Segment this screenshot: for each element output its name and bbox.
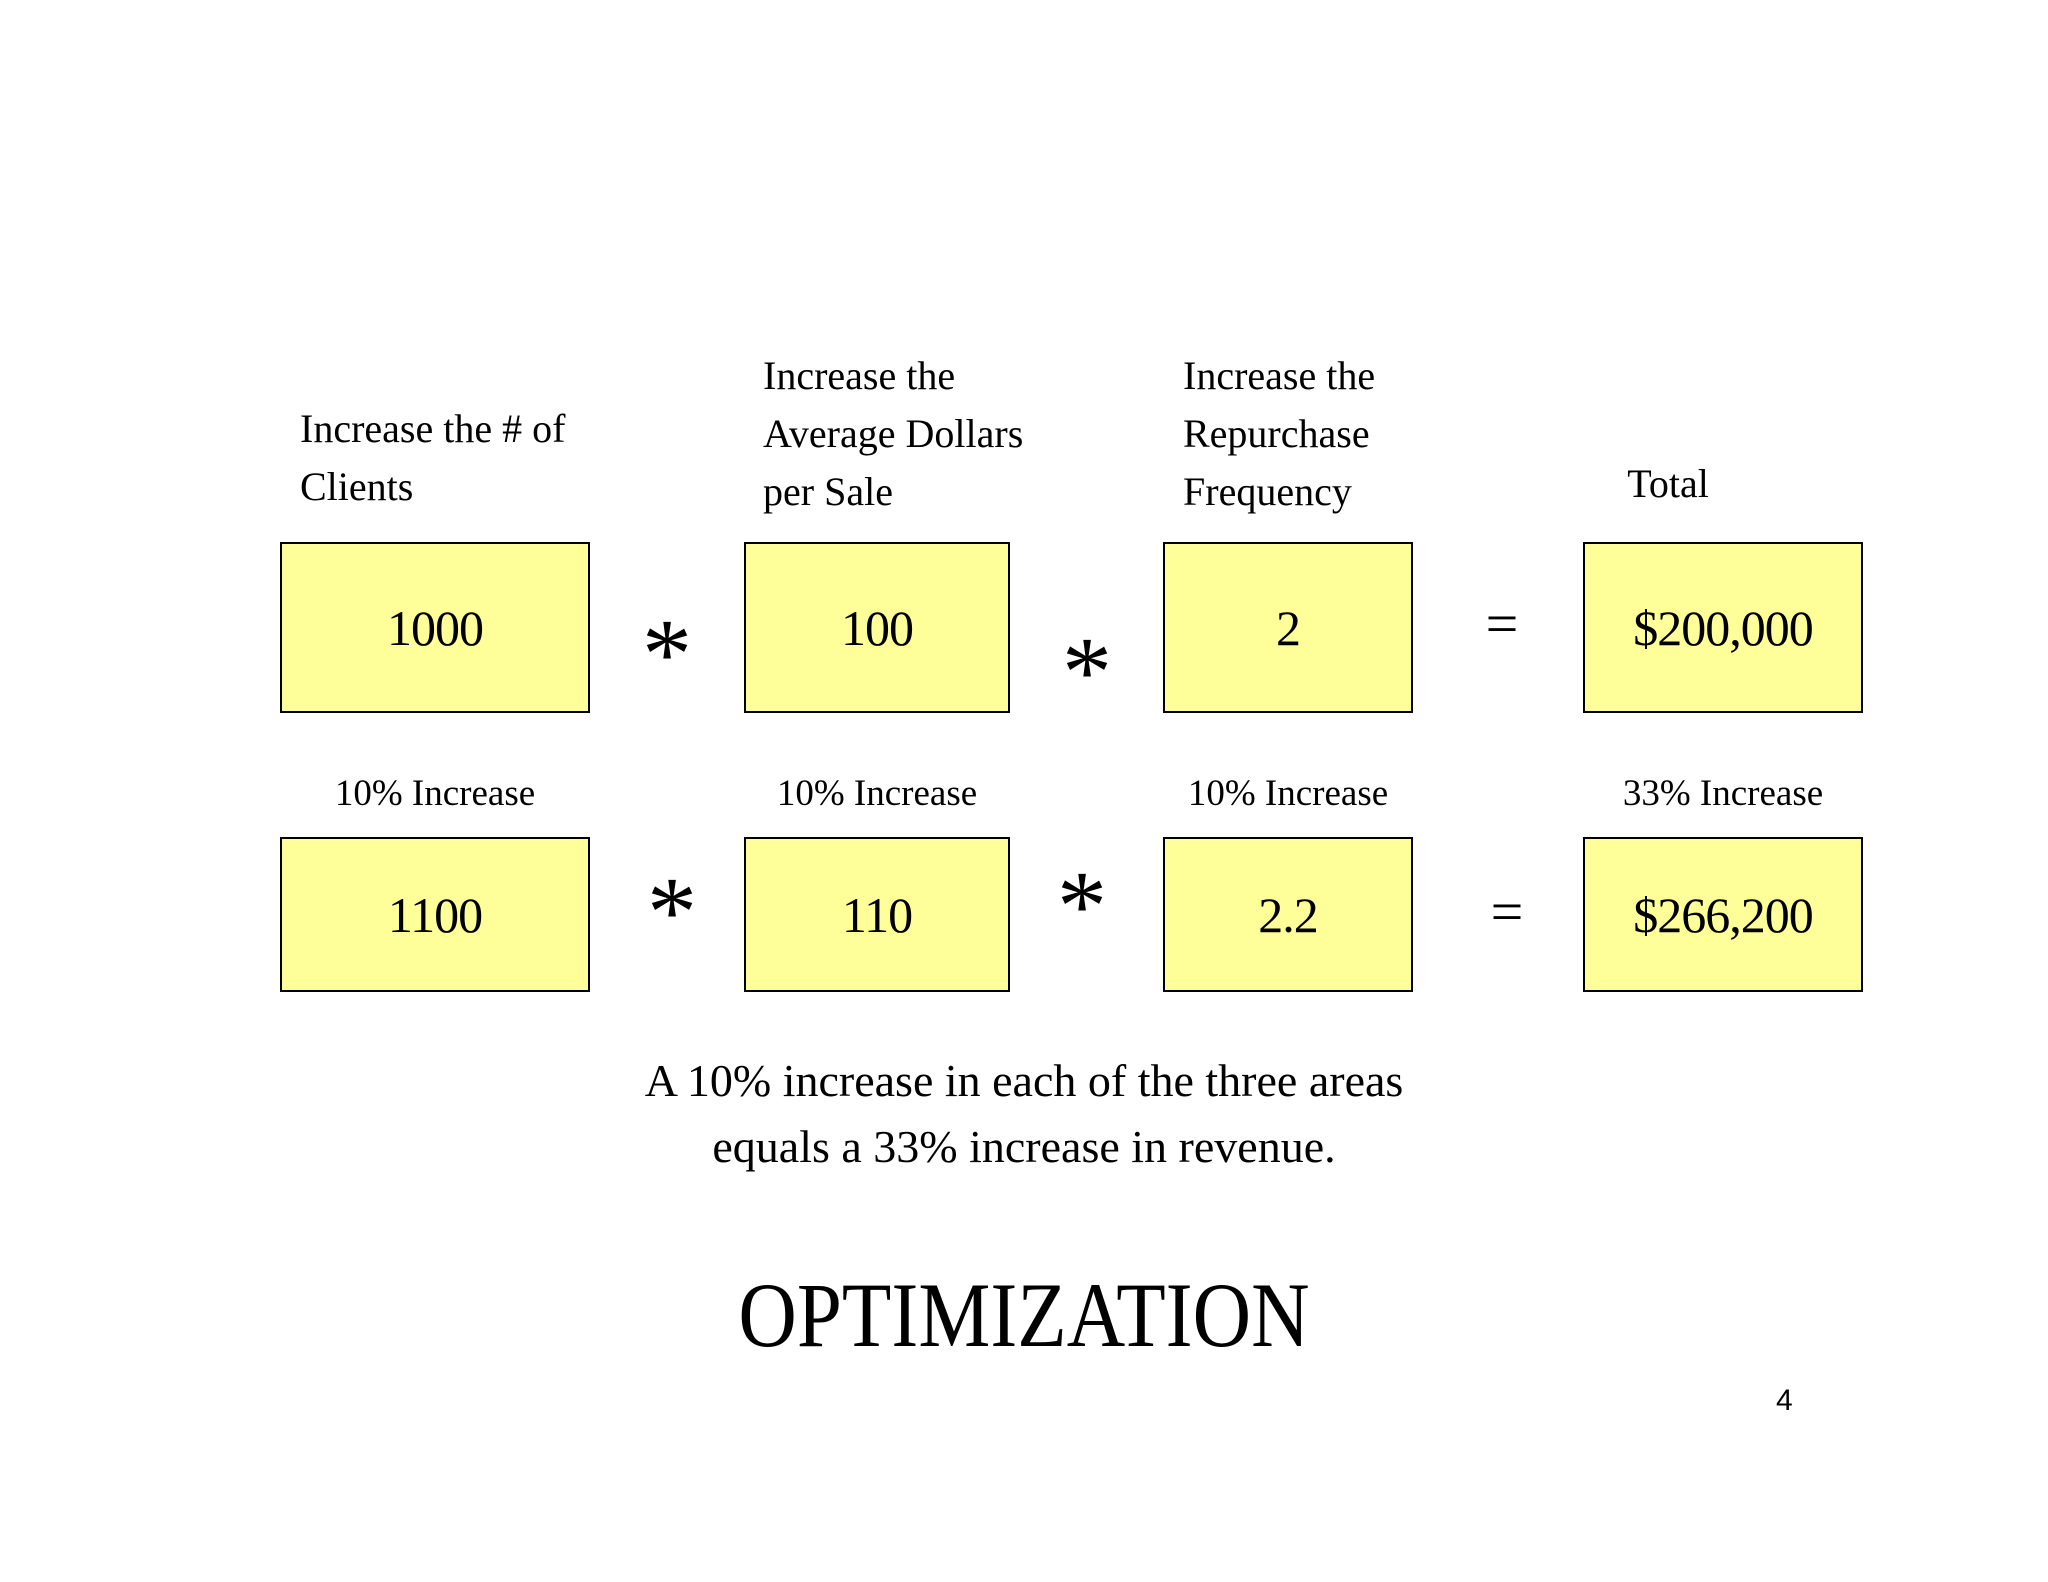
header-line: Total <box>1627 461 1709 506</box>
header-line: per Sale <box>763 469 893 514</box>
value-box-increased-clients: 1100 <box>280 837 590 992</box>
value-box-base-avg-dollars: 100 <box>744 542 1010 713</box>
multiply-operator: * <box>642 598 692 709</box>
column-header-repurchase: Increase the Repurchase Frequency <box>1183 347 1375 521</box>
column-header-clients: Increase the # of Clients <box>300 400 565 516</box>
value-box-base-repurchase: 2 <box>1163 542 1413 713</box>
value-box-increased-avg-dollars: 110 <box>744 837 1010 992</box>
header-line: Frequency <box>1183 469 1352 514</box>
value-box-base-total: $200,000 <box>1583 542 1863 713</box>
page-number: 4 <box>1776 1384 1793 1417</box>
value-box-increased-total: $266,200 <box>1583 837 1863 992</box>
column-header-avg-dollars: Increase the Average Dollars per Sale <box>763 347 1023 521</box>
caption-line: equals a 33% increase in revenue. <box>712 1121 1336 1172</box>
value-box-base-clients: 1000 <box>280 542 590 713</box>
column-header-total: Total <box>1583 455 1753 513</box>
multiply-operator: * <box>1057 850 1107 961</box>
box-value: 2.2 <box>1258 886 1318 943</box>
box-value: $200,000 <box>1633 599 1813 656</box>
box-value: 2 <box>1276 599 1301 656</box>
box-value: $266,200 <box>1633 886 1813 943</box>
header-line: Average Dollars <box>763 411 1024 456</box>
caption-line: A 10% increase in each of the three area… <box>644 1055 1404 1106</box>
header-line: Increase the <box>763 353 956 398</box>
increase-label-repurchase: 10% Increase <box>1187 773 1389 814</box>
increase-label-total: 33% Increase <box>1622 773 1824 814</box>
equals-operator: = <box>1490 879 1524 944</box>
header-line: Clients <box>300 464 414 509</box>
equals-operator: = <box>1485 591 1519 656</box>
increase-label-clients: 10% Increase <box>334 773 536 814</box>
header-line: Repurchase <box>1183 411 1370 456</box>
box-value: 110 <box>841 886 913 943</box>
box-value: 1100 <box>387 886 483 943</box>
slide-title: OPTIMIZATION <box>738 1264 1310 1366</box>
header-line: Increase the <box>1183 353 1376 398</box>
increase-label-avg-dollars: 10% Increase <box>776 773 978 814</box>
value-box-increased-repurchase: 2.2 <box>1163 837 1413 992</box>
caption: A 10% increase in each of the three area… <box>0 1048 2048 1180</box>
multiply-operator: * <box>647 856 697 967</box>
header-line: Increase the # of <box>300 406 566 451</box>
box-value: 100 <box>841 599 914 656</box>
multiply-operator: * <box>1062 616 1112 727</box>
box-value: 1000 <box>387 599 484 656</box>
